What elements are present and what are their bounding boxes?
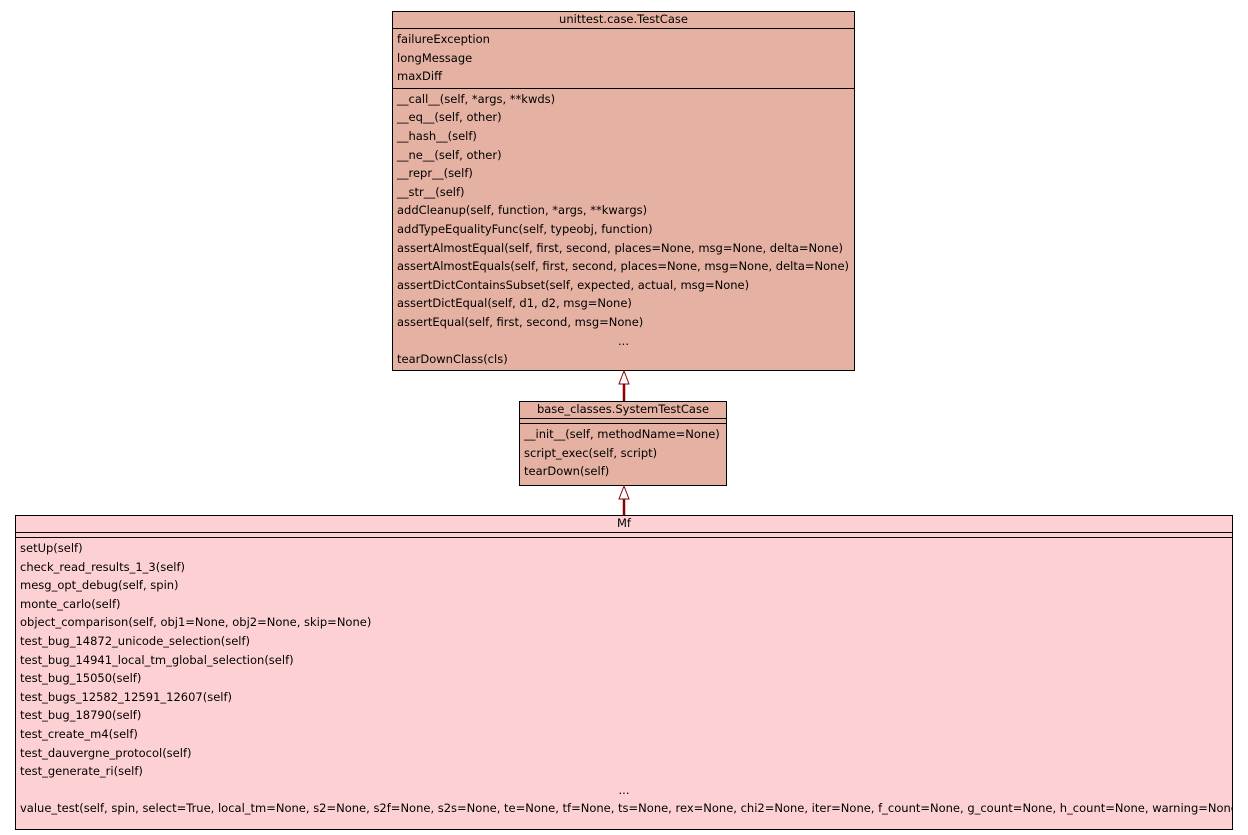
method: assertAlmostEqual(self, first, second, p…	[397, 240, 844, 255]
method: script_exec(self, script)	[524, 445, 658, 460]
method: __call__(self, *args, **kwds)	[397, 91, 556, 106]
method: assertDictContainsSubset(self, expected,…	[397, 277, 750, 292]
class-attributes	[16, 533, 1232, 538]
method-ellipsis: ...	[618, 782, 630, 797]
method: setUp(self)	[20, 541, 83, 555]
method: test_generate_ri(self)	[20, 764, 143, 779]
method: addCleanup(self, function, *args, **kwar…	[397, 203, 648, 218]
inheritance-arrowhead-icon	[618, 369, 630, 385]
method: check_read_results_1_3(self)	[20, 559, 186, 574]
attribute: maxDiff	[397, 69, 443, 84]
method: test_dauvergne_protocol(self)	[20, 745, 192, 760]
class-box-testcase: unittest.case.TestCase failureException …	[392, 11, 855, 371]
method: test_bugs_12582_12591_12607(self)	[20, 689, 232, 704]
method: mesg_opt_debug(self, spin)	[20, 578, 179, 593]
method-ellipsis: ...	[618, 333, 629, 348]
method: test_bug_15050(self)	[20, 671, 142, 686]
method: __hash__(self)	[397, 128, 477, 143]
class-title: Mf	[16, 516, 1232, 533]
class-attributes	[520, 419, 726, 424]
method: object_comparison(self, obj1=None, obj2=…	[20, 615, 372, 630]
class-title: base_classes.SystemTestCase	[520, 402, 726, 419]
method: assertAlmostEquals(self, first, second, …	[397, 259, 850, 274]
method: test_bug_14941_local_tm_global_selection…	[20, 652, 294, 667]
method: test_create_m4(self)	[20, 726, 138, 741]
method: assertDictEqual(self, d1, d2, msg=None)	[397, 296, 632, 311]
method: tearDown(self)	[524, 464, 610, 479]
class-box-mf: Mf setUp(self) check_read_results_1_3(se…	[15, 515, 1233, 830]
class-methods: __init__(self, methodName=None) script_e…	[520, 424, 726, 481]
method: __repr__(self)	[397, 166, 473, 181]
class-box-systemtestcase: base_classes.SystemTestCase __init__(sel…	[519, 401, 727, 486]
inheritance-arrowhead-icon	[618, 484, 630, 500]
attribute: longMessage	[397, 50, 473, 65]
method: monte_carlo(self)	[20, 596, 121, 611]
method: __init__(self, methodName=None)	[524, 427, 720, 441]
method: tearDownClass(cls)	[397, 352, 508, 367]
class-title: unittest.case.TestCase	[393, 12, 854, 29]
attribute: failureException	[397, 32, 490, 46]
method: __str__(self)	[397, 184, 465, 199]
inheritance-edge-systemtestcase-to-testcase	[618, 369, 630, 401]
class-attributes: failureException longMessage maxDiff	[393, 29, 854, 89]
inheritance-edge-mf-to-systemtestcase	[618, 484, 630, 515]
method: __ne__(self, other)	[397, 147, 502, 162]
method: value_test(self, spin, select=True, loca…	[20, 801, 1232, 816]
class-methods: setUp(self) check_read_results_1_3(self)…	[16, 538, 1232, 818]
class-methods: __call__(self, *args, **kwds) __eq__(sel…	[393, 89, 854, 369]
method: __eq__(self, other)	[397, 110, 502, 125]
method: assertEqual(self, first, second, msg=Non…	[397, 314, 644, 329]
method: addTypeEqualityFunc(self, typeobj, funct…	[397, 221, 653, 236]
method: test_bug_18790(self)	[20, 708, 142, 723]
method: test_bug_14872_unicode_selection(self)	[20, 633, 251, 648]
